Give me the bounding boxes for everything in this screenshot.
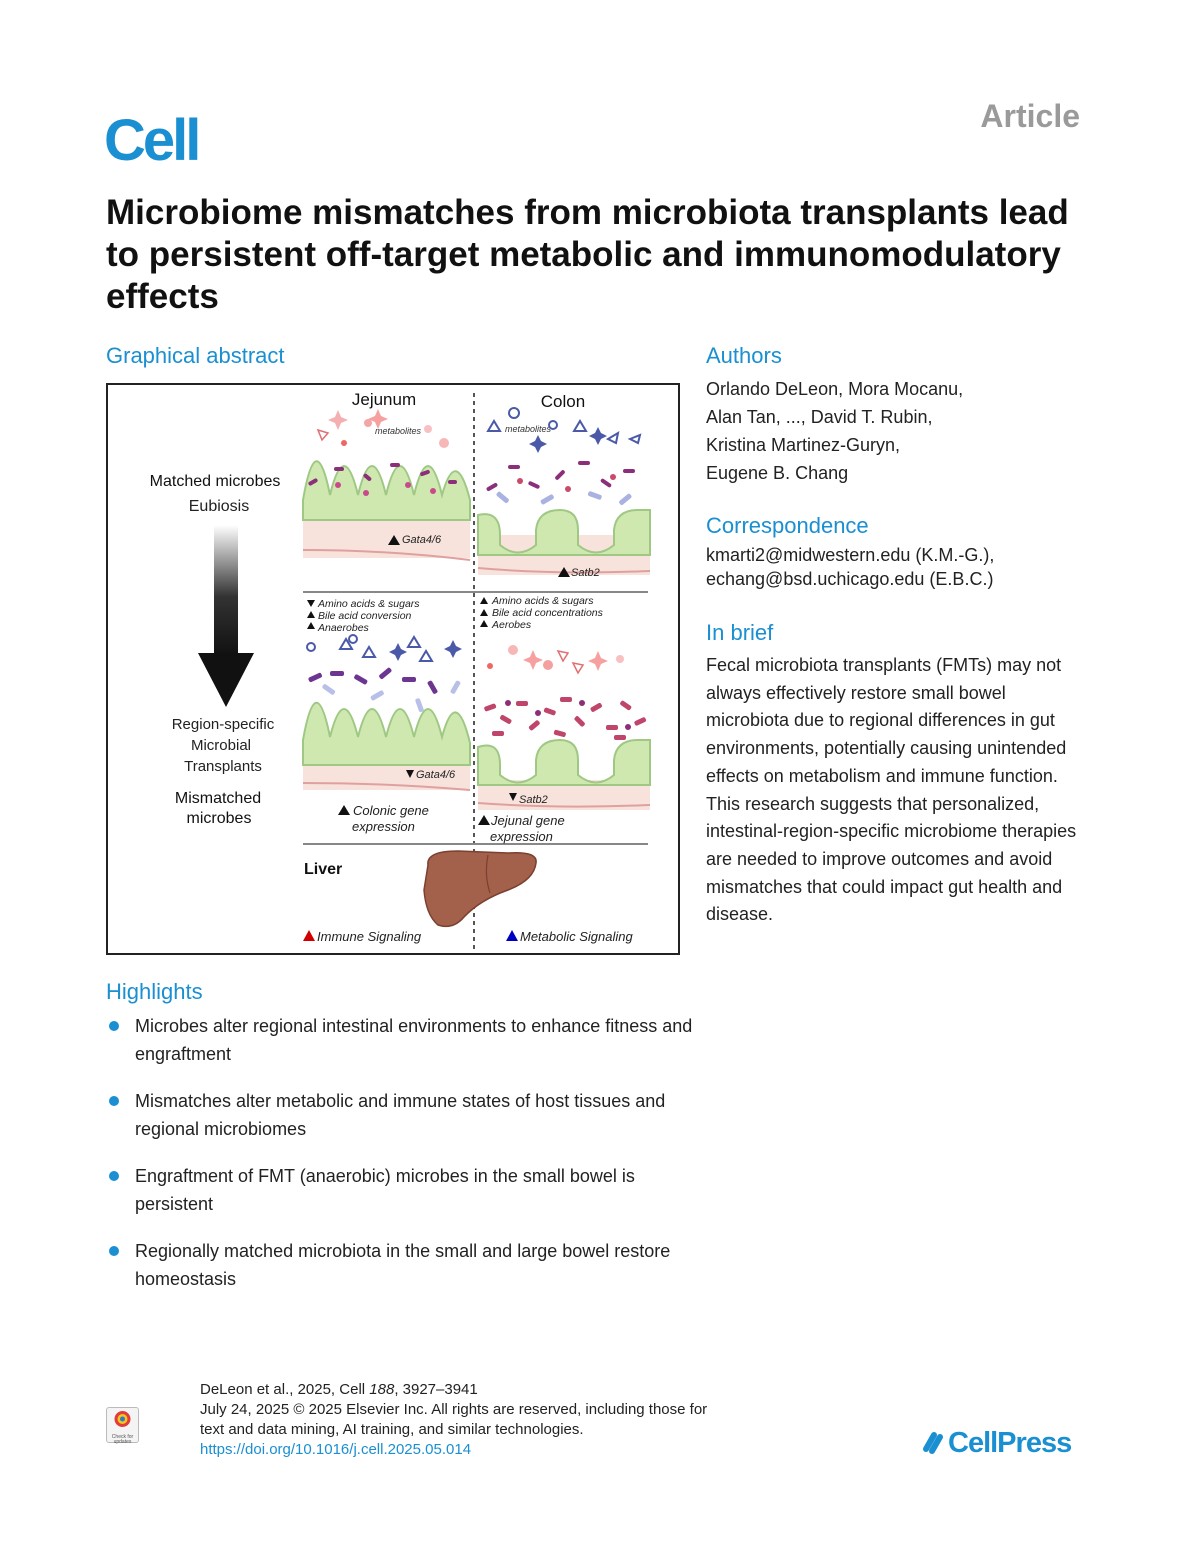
mismatched-line2: microbes (187, 810, 252, 827)
highlight-item: Mismatches alter metabolic and immune st… (106, 1087, 696, 1143)
doi-link[interactable]: https://doi.org/10.1016/j.cell.2025.05.0… (200, 1441, 472, 1458)
colonic-expr-line1: Colonic gene (353, 803, 429, 818)
col-note-3: Aerobes (491, 619, 532, 631)
down-arrow-shaft (214, 525, 238, 655)
top-jejunum-panel: metabolites Gata4/6 (302, 409, 471, 561)
metabolic-signaling-label: Metabolic Signaling (520, 929, 634, 944)
top-colon-panel: metabolites (477, 407, 651, 579)
graphical-abstract-heading: Graphical abstract (106, 343, 285, 368)
graphical-abstract-figure: Jejunum Colon Matched microbes Eubiosis … (106, 383, 680, 955)
check-updates-text: Check for updates (111, 1434, 134, 1445)
bottom-jejunum-panel: Gata4/6 Colonic gene expression (302, 634, 471, 834)
author-line-2: Alan Tan, ..., David T. Rubin, (706, 407, 933, 427)
highlight-text: Engraftment of FMT (anaerobic) microbes … (135, 1166, 635, 1214)
mismatched-line1: Mismatched (175, 790, 261, 807)
highlights-list: Microbes alter regional intestinal envir… (106, 1012, 696, 1312)
metabolites-label-colon: metabolites (505, 424, 552, 434)
matched-microbes-label: Matched microbes (150, 473, 281, 490)
colonic-expr-line2: expression (352, 819, 415, 834)
col-note-2: Bile acid concentrations (492, 607, 604, 619)
metabolites-label-jejunum: metabolites (375, 426, 422, 436)
liver-label: Liver (304, 861, 342, 878)
cellpress-mark-icon (923, 1432, 943, 1454)
email-line-1[interactable]: kmarti2@midwestern.edu (K.M.-G.), (706, 545, 995, 565)
author-line-4: Eugene B. Chang (706, 463, 849, 483)
colon-header: Colon (541, 392, 585, 411)
cell-journal-logo: Cell (104, 108, 201, 173)
citation-pages: , 3927–3941 (394, 1381, 478, 1398)
jejunum-header: Jejunum (352, 390, 416, 409)
gata-bottom-label: Gata4/6 (416, 769, 456, 781)
correspondence-emails: kmarti2@midwestern.edu (K.M.-G.), echang… (706, 543, 1126, 591)
jej-note-1: Amino acids & sugars (317, 598, 420, 610)
copyright-line-1: July 24, 2025 © 2025 Elsevier Inc. All r… (200, 1401, 708, 1418)
bottom-colon-panel: Satb2 Jejunal gene expression (477, 645, 651, 844)
citation-block: DeLeon et al., 2025, Cell 188, 3927–3941… (200, 1380, 820, 1460)
cellpress-text: CellPress (948, 1427, 1072, 1459)
down-arrow-head (198, 653, 254, 707)
bullet-dot (109, 1021, 119, 1031)
gata-top-label: Gata4/6 (402, 534, 442, 546)
highlight-text: Regionally matched microbiota in the sma… (135, 1241, 671, 1289)
highlight-text: Microbes alter regional intestinal envir… (135, 1016, 693, 1064)
graphical-abstract-svg: Jejunum Colon Matched microbes Eubiosis … (150, 390, 651, 951)
bullet-dot (109, 1096, 119, 1106)
region-specific-line1: Region-specific (172, 716, 275, 733)
cellpress-logo: CellPress (918, 1427, 1072, 1460)
article-type-label: Article (980, 98, 1080, 134)
citation-line: DeLeon et al., 2025, Cell 188, 3927–3941 (200, 1380, 820, 1400)
correspondence-heading: Correspondence (706, 513, 869, 538)
highlight-item: Regionally matched microbiota in the sma… (106, 1237, 696, 1293)
check-updates-icon (114, 1411, 131, 1427)
region-specific-line2: Microbial (191, 737, 251, 754)
highlight-text: Mismatches alter metabolic and immune st… (135, 1091, 666, 1139)
check-for-updates-badge[interactable]: Check for updates (106, 1407, 139, 1445)
highlight-item: Engraftment of FMT (anaerobic) microbes … (106, 1162, 696, 1218)
bullet-dot (109, 1171, 119, 1181)
highlights-heading: Highlights (106, 979, 203, 1004)
satb-top-label: Satb2 (571, 567, 600, 579)
authors-heading: Authors (706, 343, 782, 368)
immune-arrow-up (303, 930, 315, 941)
copyright-line-2: text and data mining, AI training, and s… (200, 1421, 584, 1438)
citation-volume: 188 (369, 1381, 395, 1398)
jejunum-notes: Amino acids & sugars Bile acid conversio… (307, 598, 420, 634)
col-note-1: Amino acids & sugars (491, 595, 594, 607)
immune-signaling-label: Immune Signaling (317, 929, 422, 944)
jejunal-expr-line1: Jejunal gene (490, 813, 565, 828)
region-specific-line3: Transplants (184, 758, 262, 775)
liver-illustration (423, 850, 537, 928)
jej-note-2: Bile acid conversion (318, 610, 412, 622)
bullet-dot (109, 1246, 119, 1256)
in-brief-text: Fecal microbiota transplants (FMTs) may … (706, 655, 1077, 925)
highlight-item: Microbes alter regional intestinal envir… (106, 1012, 696, 1068)
citation-prefix: DeLeon et al., 2025, Cell (200, 1381, 370, 1398)
in-brief-heading: In brief (706, 620, 774, 645)
author-line-1: Orlando DeLeon, Mora Mocanu, (706, 379, 964, 399)
eubiosis-label: Eubiosis (189, 498, 249, 515)
author-line-3: Kristina Martinez-Guryn, (706, 435, 901, 455)
email-line-2[interactable]: echang@bsd.uchicago.edu (E.B.C.) (706, 569, 994, 589)
metabolic-arrow-up (506, 930, 518, 941)
colon-notes: Amino acids & sugars Bile acid concentra… (480, 595, 604, 631)
article-title: Microbiome mismatches from microbiota tr… (106, 193, 1069, 316)
authors-list: Orlando DeLeon, Mora Mocanu, Alan Tan, .… (706, 375, 1086, 487)
satb-bottom-label: Satb2 (519, 794, 548, 806)
jej-note-3: Anaerobes (317, 622, 370, 634)
jejunal-expr-line2: expression (490, 829, 553, 844)
